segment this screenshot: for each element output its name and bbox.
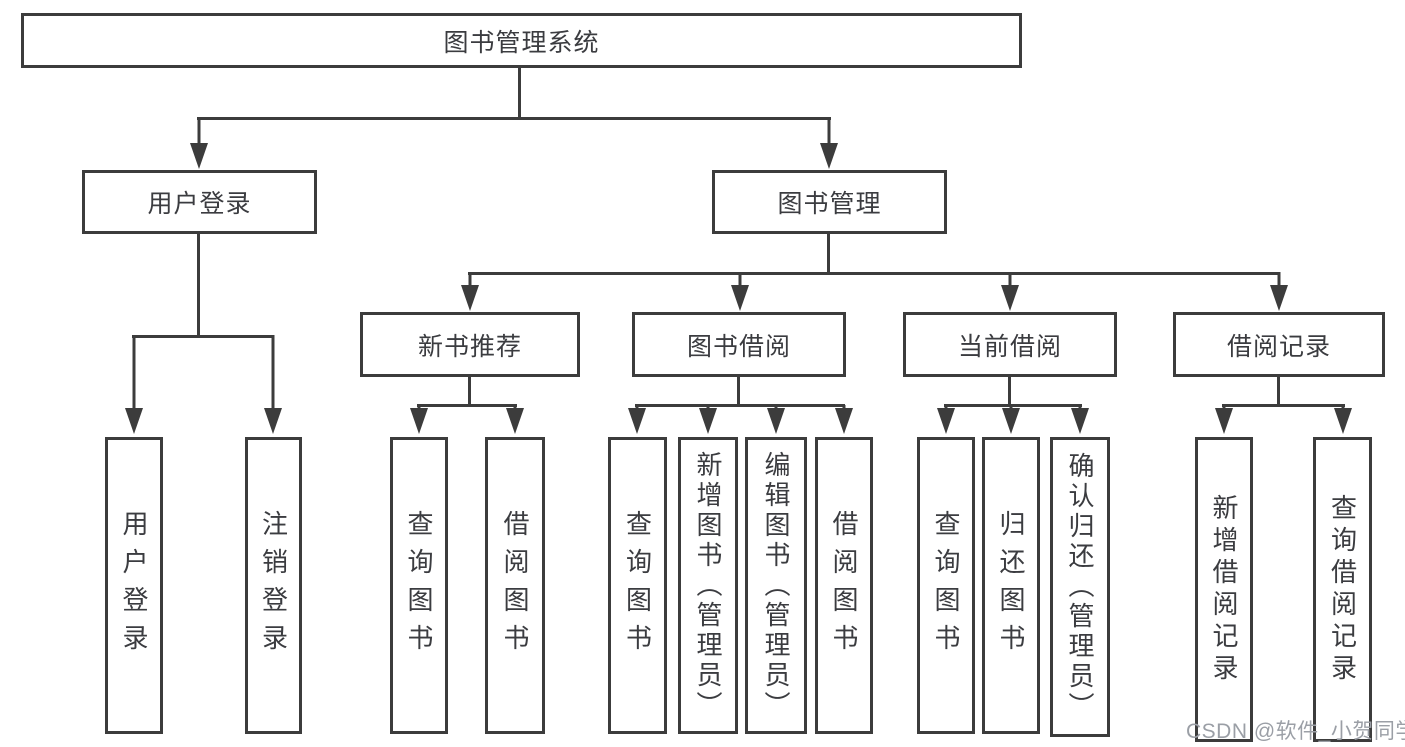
leaf-borrow-borrow-books-label: 借阅图书: [829, 509, 859, 662]
leaf-confirm-return-admin-label: 确认归还（管理员）: [1065, 452, 1095, 722]
node-new-book-recommend: 新书推荐: [360, 312, 580, 377]
leaf-current-query-books: 查询图书: [917, 437, 975, 734]
node-book-management-label: 图书管理: [777, 190, 882, 218]
connector-line: [944, 404, 1082, 407]
leaf-borrow-borrow-books: 借阅图书: [815, 437, 873, 734]
node-borrow-records-label: 借阅记录: [1226, 332, 1331, 361]
leaf-logout-label: 注销登录: [258, 509, 289, 662]
leaf-add-books-admin-label: 新增图书（管理员）: [693, 450, 723, 721]
connector-arrow: [1001, 272, 1019, 311]
leaf-logout: 注销登录: [245, 437, 302, 734]
leaf-edit-books-admin-label: 编辑图书（管理员）: [761, 450, 791, 721]
connector-line: [827, 234, 830, 273]
connector-arrow: [699, 405, 717, 434]
leaf-recommend-query-books-label: 查询图书: [404, 509, 434, 662]
watermark: CSDN @软件_小贺同学: [1186, 720, 1405, 743]
leaf-recommend-borrow-books: 借阅图书: [485, 437, 545, 734]
leaf-recommend-borrow-books-label: 借阅图书: [500, 509, 530, 662]
leaf-add-borrow-record: 新增借阅记录: [1195, 437, 1253, 742]
connector-arrow: [264, 335, 282, 434]
node-book-management: 图书管理: [712, 170, 947, 234]
node-current-borrow-label: 当前借阅: [957, 332, 1062, 361]
connector-arrow: [410, 405, 428, 434]
connector-line: [518, 67, 521, 120]
connector-arrow: [125, 335, 143, 434]
leaf-add-books-admin: 新增图书（管理员）: [678, 437, 738, 734]
leaf-query-borrow-record-label: 查询借阅记录: [1327, 493, 1358, 686]
connector-arrow: [820, 117, 838, 169]
connector-line: [635, 404, 845, 407]
node-user-login: 用户登录: [82, 170, 317, 234]
connector-arrow: [731, 272, 749, 311]
leaf-borrow-query-books-label: 查询图书: [622, 509, 653, 662]
connector-arrow: [937, 405, 955, 434]
connector-line: [737, 377, 740, 406]
connector-line: [197, 117, 831, 120]
node-current-borrow: 当前借阅: [903, 312, 1117, 377]
leaf-current-query-books-label: 查询图书: [931, 509, 961, 662]
connector-line: [417, 404, 517, 407]
leaf-edit-books-admin: 编辑图书（管理员）: [745, 437, 807, 734]
connector-arrow: [506, 405, 524, 434]
connector-line: [1277, 377, 1280, 406]
connector-arrow: [767, 405, 785, 434]
connector-line: [1222, 404, 1345, 407]
leaf-return-books-label: 归还图书: [996, 509, 1026, 662]
connector-arrow: [461, 272, 479, 311]
connector-arrow: [1270, 272, 1288, 311]
connector-arrow: [1215, 405, 1233, 434]
leaf-add-borrow-record-label: 新增借阅记录: [1209, 493, 1239, 686]
connector-line: [468, 272, 1280, 275]
node-book-borrow: 图书借阅: [632, 312, 846, 377]
leaf-user-login: 用户登录: [105, 437, 163, 734]
connector-arrow: [835, 405, 853, 434]
node-new-book-recommend-label: 新书推荐: [417, 332, 522, 361]
node-user-login-label: 用户登录: [147, 190, 252, 218]
connector-line: [197, 234, 200, 336]
connector-line: [132, 335, 274, 338]
connector-line: [468, 377, 471, 406]
connector-arrow: [1071, 405, 1089, 434]
leaf-query-borrow-record: 查询借阅记录: [1313, 437, 1372, 742]
connector-arrow: [190, 117, 208, 169]
node-root: 图书管理系统: [21, 13, 1022, 68]
connector-arrow: [1002, 405, 1020, 434]
leaf-borrow-query-books: 查询图书: [608, 437, 667, 734]
leaf-recommend-query-books: 查询图书: [390, 437, 448, 734]
node-book-borrow-label: 图书借阅: [686, 332, 791, 361]
leaf-confirm-return-admin: 确认归还（管理员）: [1050, 437, 1110, 737]
leaf-return-books: 归还图书: [982, 437, 1040, 734]
connector-arrow: [628, 405, 646, 434]
connector-arrow: [1334, 405, 1352, 434]
connector-line: [1008, 377, 1011, 406]
node-borrow-records: 借阅记录: [1173, 312, 1385, 377]
leaf-user-login-label: 用户登录: [119, 509, 149, 662]
node-root-label: 图书管理系统: [443, 28, 600, 57]
